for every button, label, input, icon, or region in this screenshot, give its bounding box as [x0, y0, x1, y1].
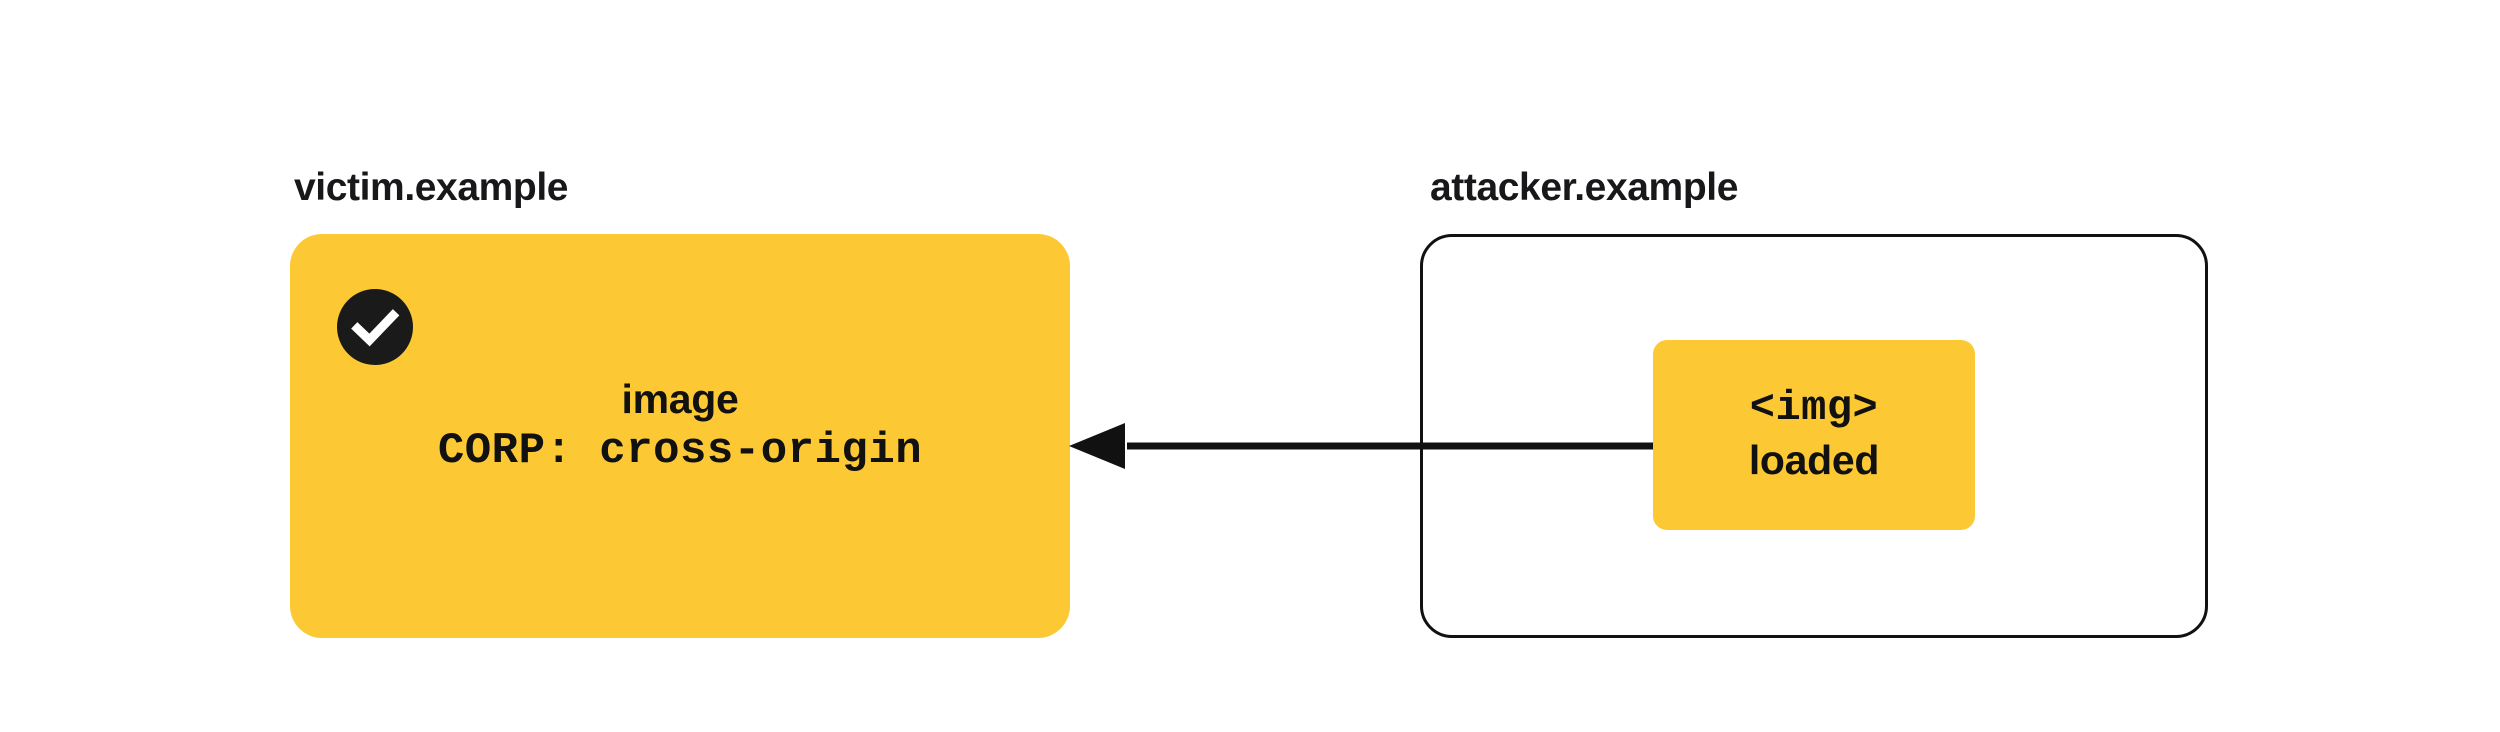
img-tag-label: <img>	[1749, 384, 1879, 432]
victim-resource-box: image CORP: cross-origin	[290, 234, 1070, 638]
resource-title: image	[621, 376, 739, 422]
origin-label-attacker: attacker.example	[1430, 166, 1738, 209]
img-status-label: loaded	[1748, 437, 1880, 483]
check-circle-icon	[337, 289, 413, 365]
origin-label-victim: victim.example	[294, 166, 569, 209]
attacker-img-chip: <img> loaded	[1653, 340, 1975, 530]
request-arrow	[1065, 415, 1665, 477]
victim-resource-text: image CORP: cross-origin	[290, 374, 1070, 478]
attacker-img-chip-text: <img> loaded	[1653, 382, 1975, 486]
resource-header: CORP: cross-origin	[437, 426, 923, 476]
